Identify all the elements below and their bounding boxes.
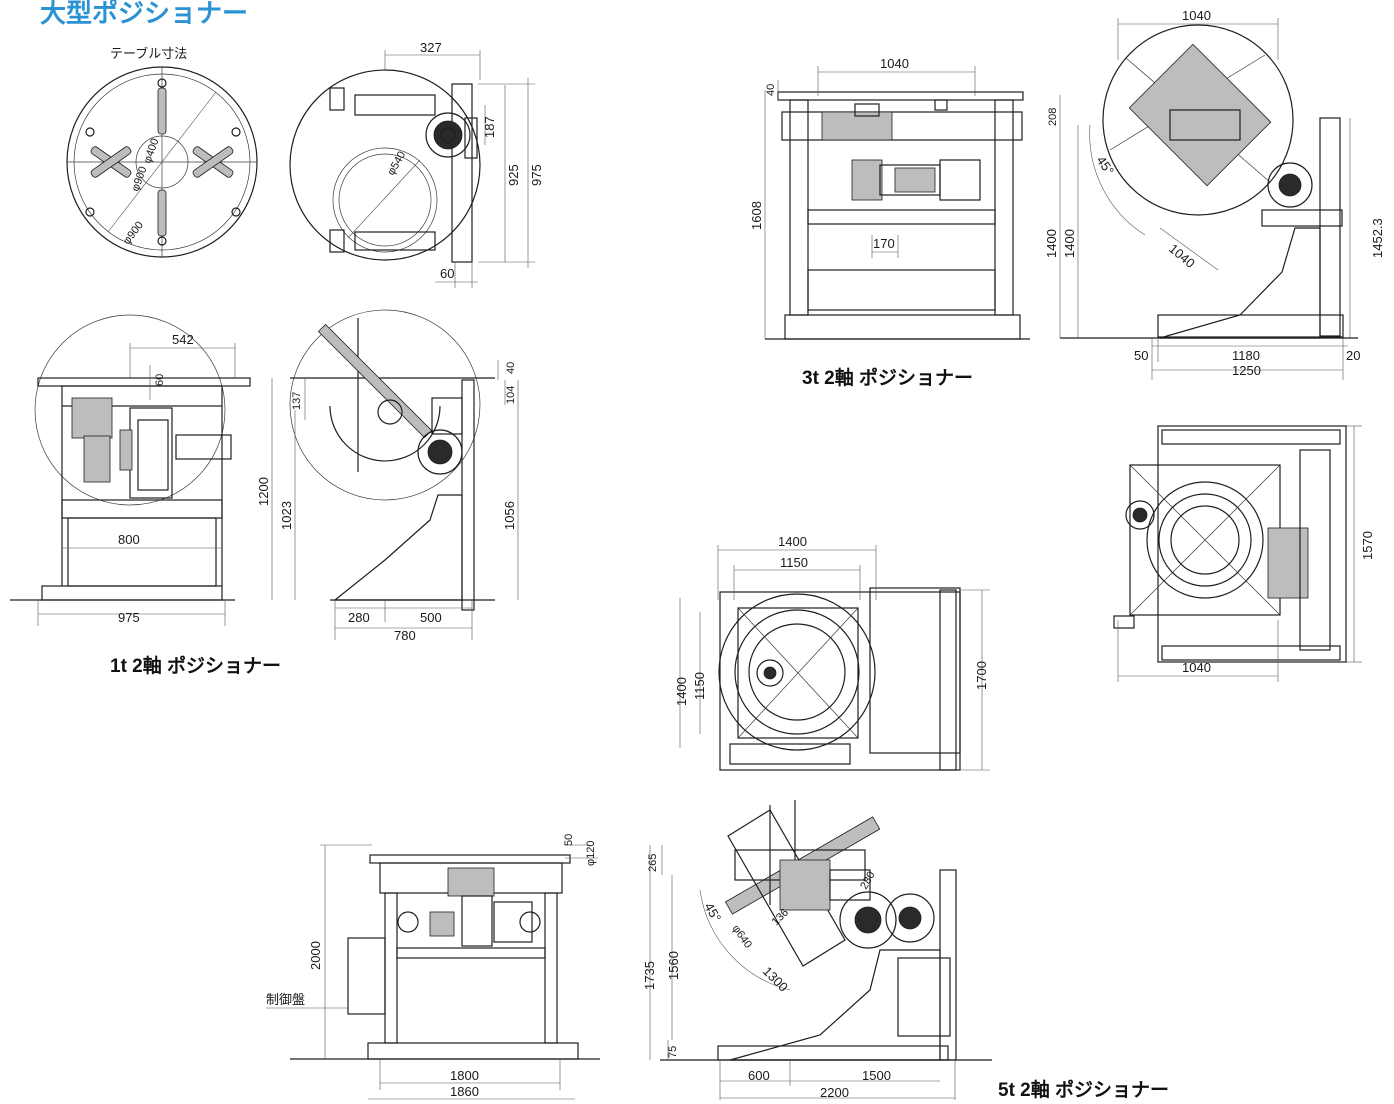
- dim-phi540: φ540: [385, 149, 408, 177]
- dim-5t-2200: 2200: [820, 1085, 849, 1100]
- dim-1023: 1023: [279, 501, 294, 530]
- dim-5t-phi640: φ640: [730, 923, 754, 951]
- dim-780: 780: [394, 628, 416, 643]
- dim-5t-45: 45°: [701, 900, 724, 925]
- dim-5t-75: 75: [667, 1046, 679, 1058]
- t3-front-view: 1040 40 1608 170: [749, 56, 1030, 340]
- dim-280: 280: [348, 610, 370, 625]
- dim-975: 975: [529, 164, 544, 186]
- dim-500: 500: [420, 610, 442, 625]
- dim-5t-1700: 1700: [974, 661, 989, 690]
- dim-137: 137: [291, 392, 303, 410]
- dim-5t-1400v: 1400: [674, 677, 689, 706]
- dim-327: 327: [420, 40, 442, 55]
- dim-5t-1150: 1150: [780, 555, 808, 570]
- dim-3t-45: 45°: [1094, 153, 1118, 178]
- dim-3t-208: 208: [1047, 108, 1059, 126]
- dim-5t-120: φ120: [585, 841, 597, 867]
- dim-3t-50: 50: [1134, 348, 1148, 363]
- dim-5t-1560: 1560: [666, 951, 681, 980]
- dim-3t-40: 40: [765, 84, 777, 96]
- t1-side-view: 40 104 137 1200 1023 1056 280 500 780: [256, 309, 519, 643]
- dim-5t-1860: 1860: [450, 1084, 479, 1099]
- dim-3t-1452: 1452.3: [1370, 218, 1385, 258]
- table-size-label: テーブル寸法: [110, 46, 187, 61]
- dim-3t-1400a: 1400: [1044, 229, 1059, 258]
- dim-3t-1040-front: 1040: [880, 56, 909, 71]
- dim-3t-1040-plan: 1040: [1182, 660, 1211, 675]
- caption-1t: 1t 2軸 ポジショナー: [110, 654, 281, 677]
- dim-3t-1040-top: 1040: [1182, 8, 1211, 23]
- dim-3t-1040-diag: 1040: [1166, 241, 1198, 271]
- dim-5t-1400: 1400: [778, 534, 807, 549]
- dim-3t-170: 170: [873, 236, 895, 251]
- dim-975-front: 975: [118, 610, 140, 625]
- dim-5t-2000: 2000: [308, 941, 323, 970]
- t1-front-view: 542 60 800 975: [10, 314, 251, 626]
- t3-plan-view: 1570 1040: [1113, 425, 1375, 682]
- dim-3t-1180: 1180: [1232, 348, 1260, 363]
- dim-phi900-b: φ900: [121, 219, 146, 246]
- dim-60-front: 60: [154, 374, 166, 386]
- dim-3t-20: 20: [1346, 348, 1360, 363]
- caption-3t: 3t 2軸 ポジショナー: [802, 366, 973, 389]
- dim-phi900-a: φ900: [130, 165, 150, 193]
- dim-5t-1150v: 1150: [692, 672, 707, 700]
- dim-3t-1400b: 1400: [1062, 229, 1077, 258]
- dim-1200: 1200: [256, 477, 271, 506]
- dim-40-side: 40: [505, 362, 517, 374]
- dim-5t-265: 265: [647, 854, 659, 872]
- dim-phi400: φ400: [142, 137, 162, 165]
- dim-5t-50: 50: [563, 834, 575, 846]
- caption-5t: 5t 2軸 ポジショナー: [998, 1078, 1169, 1101]
- dim-104: 104: [505, 386, 517, 404]
- dim-5t-280: 280: [858, 870, 878, 892]
- dim-5t-1735: 1735: [642, 961, 657, 990]
- t5-front-view: 50 φ120 2000 制御盤 1800 1860: [266, 834, 600, 1100]
- t1-top-view: φ540 327 187 925 975 60: [289, 40, 544, 288]
- dim-5t-1800: 1800: [450, 1068, 479, 1083]
- dim-1056: 1056: [502, 501, 517, 530]
- t5-side-view: 45° φ640 136 280 1300 265 1735 1560 75 6…: [642, 800, 992, 1100]
- page-title: 大型ポジショナー: [40, 0, 248, 28]
- control-panel-label: 制御盤: [266, 992, 305, 1007]
- dim-60-top: 60: [440, 266, 454, 281]
- dim-5t-1500: 1500: [862, 1068, 891, 1083]
- dim-5t-600: 600: [748, 1068, 770, 1083]
- dim-5t-1300: 1300: [760, 964, 791, 995]
- dim-3t-1250: 1250: [1232, 363, 1261, 378]
- t3-side-view: 45° 1040 1040 208 1400 1400 1452.3 50 11…: [1044, 8, 1385, 380]
- dim-800-front: 800: [118, 532, 140, 547]
- dim-925: 925: [506, 164, 521, 186]
- dim-187: 187: [482, 116, 497, 138]
- dim-3t-1608: 1608: [749, 201, 764, 230]
- t5-plan-view: 1400 1150 1400 1150 1700: [674, 534, 990, 771]
- t1-table-view: テーブル寸法 φ400 φ900 φ900: [66, 46, 258, 258]
- dim-3t-1570: 1570: [1360, 531, 1375, 560]
- dim-542: 542: [172, 332, 194, 347]
